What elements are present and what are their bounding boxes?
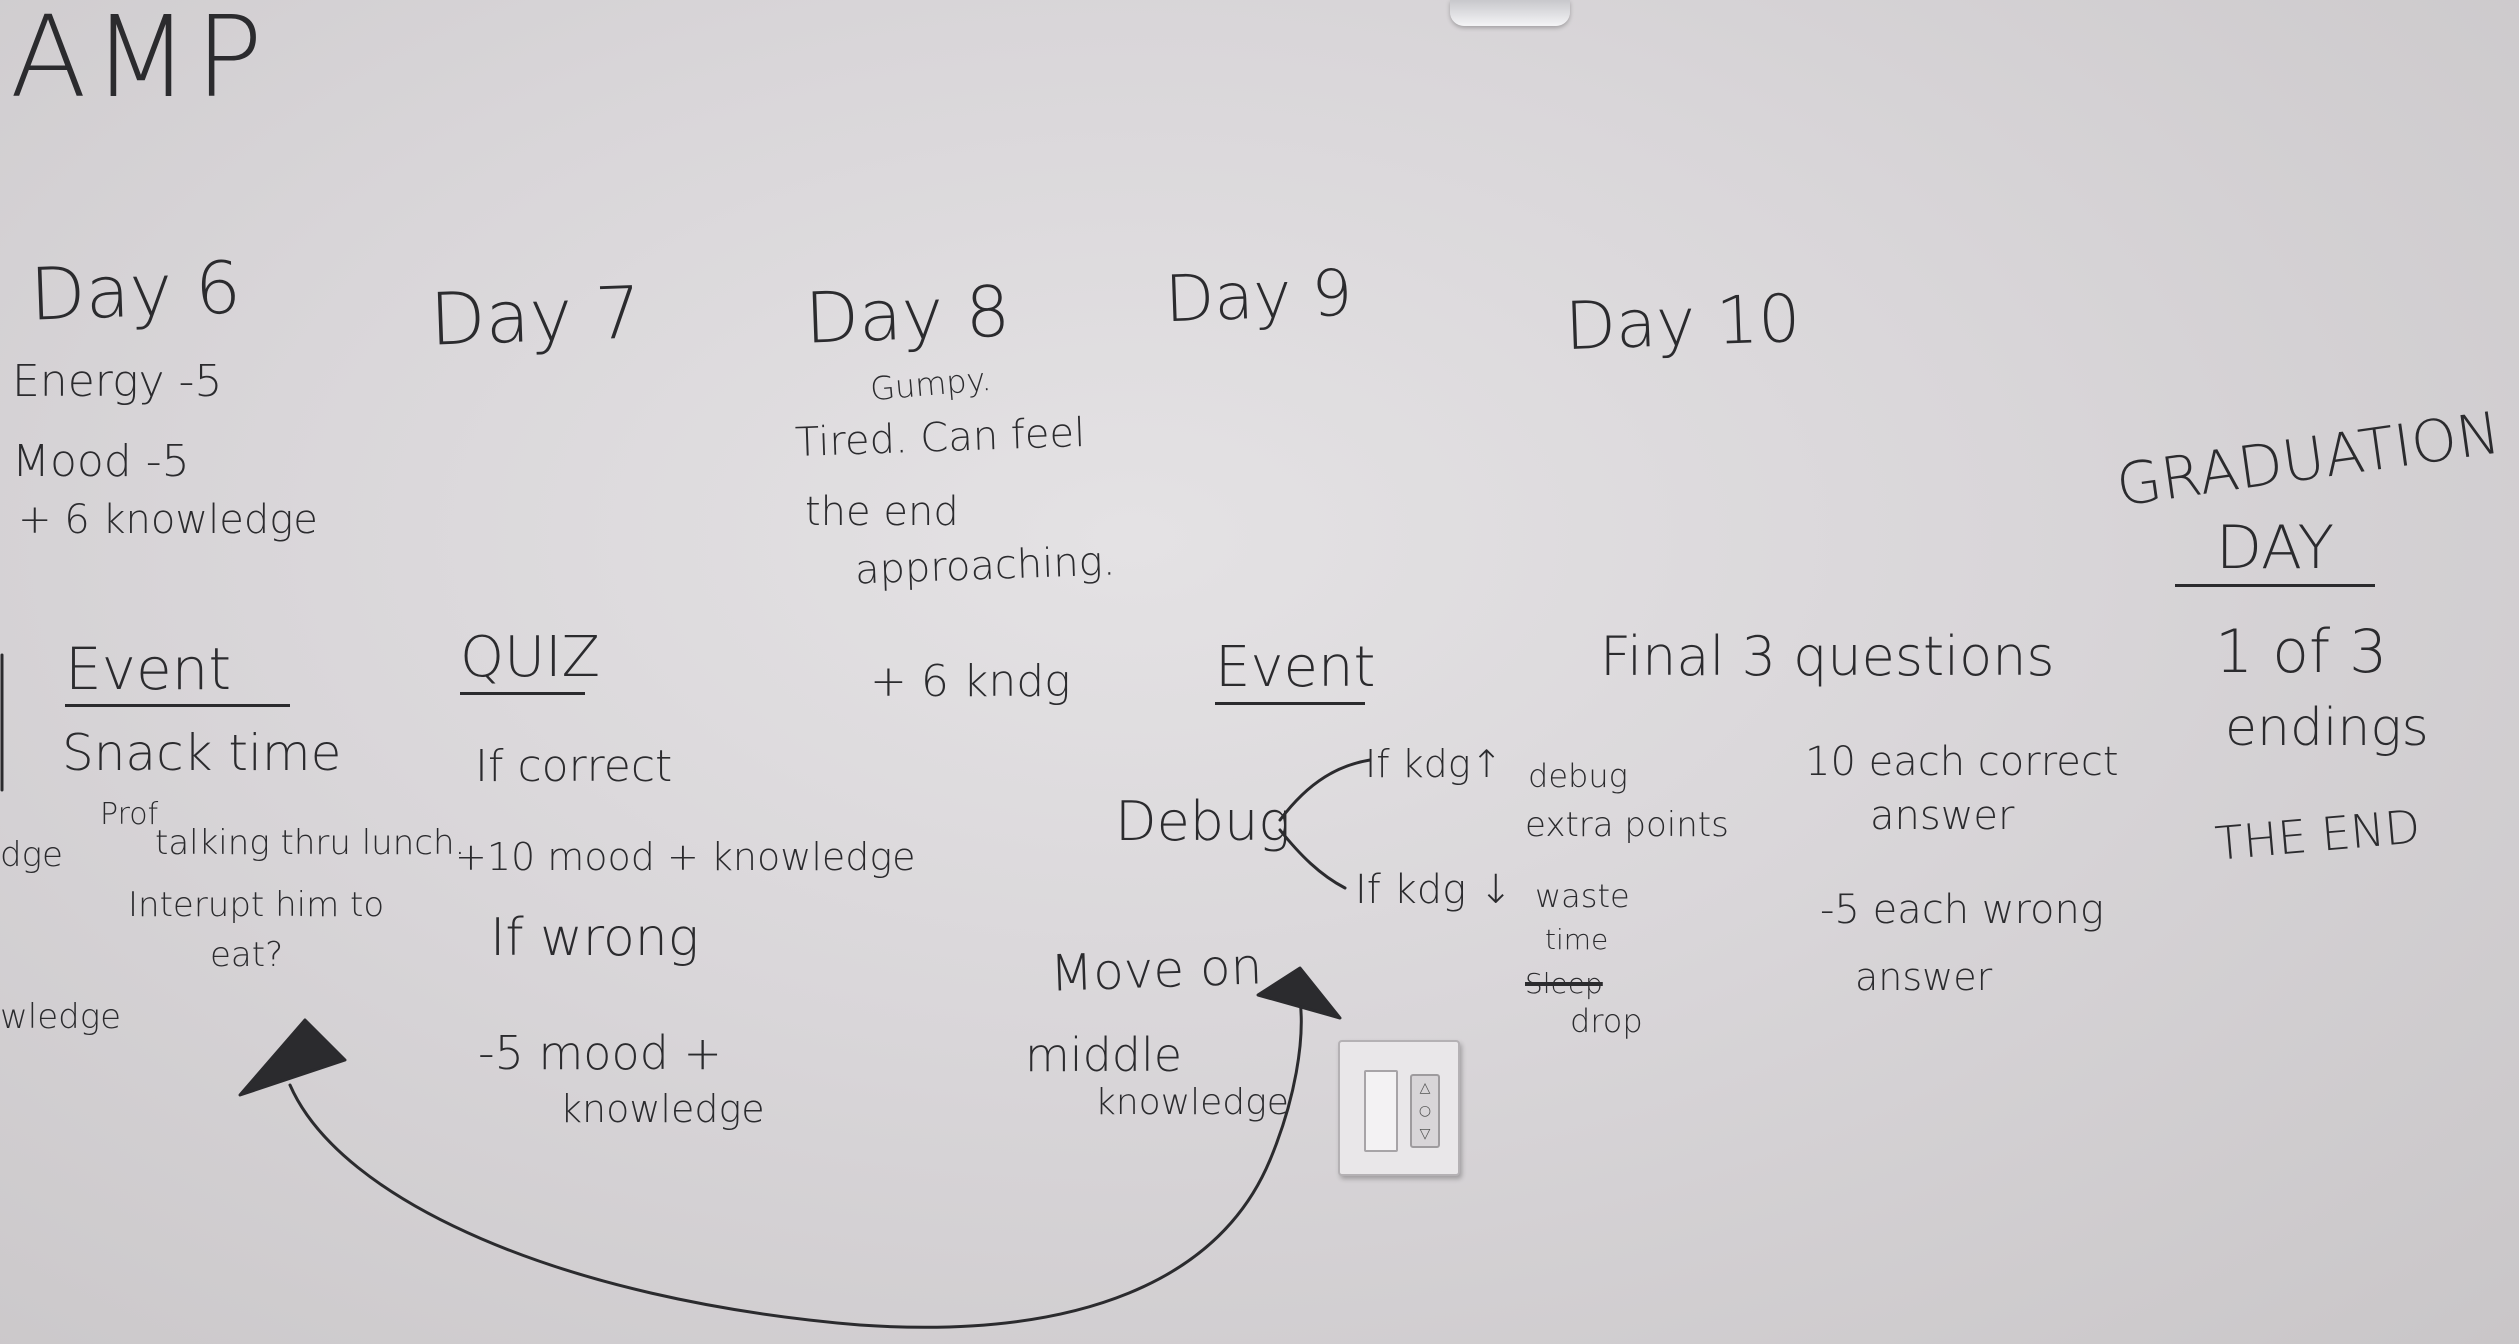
- debug-down-result-3: drop: [1570, 1002, 1643, 1040]
- loop-arrow-line: [288, 998, 1303, 1329]
- arrowhead-left: [238, 1018, 347, 1097]
- quiz-wrong-penalty: -5 mood +: [478, 1026, 722, 1080]
- debug-down-result-1: waste: [1535, 877, 1630, 915]
- debug-down-result-2: time: [1545, 923, 1609, 956]
- quiz-correct-reward: +10 mood + knowledge: [455, 835, 916, 879]
- debug-branch-up-line: [1278, 758, 1372, 822]
- wall-mount-clip: [1450, 0, 1570, 26]
- graduation-one-of-three: 1 of 3: [2215, 617, 2388, 687]
- snack-event-interrupt: Interupt him to: [128, 885, 385, 925]
- debug-struck-word: Sleep: [1525, 967, 1603, 1000]
- final-correct-answer: answer: [1870, 793, 2015, 839]
- snack-event-prof: Prof: [100, 797, 159, 832]
- quiz-if-correct: If correct: [475, 741, 673, 792]
- graduation-endings: endings: [2225, 698, 2429, 758]
- snack-event-talking: talking thru lunch.: [155, 823, 466, 863]
- move-on-middle: middle: [1025, 1028, 1183, 1082]
- snack-event-heading: Event: [65, 640, 290, 707]
- move-on-knowledge: knowledge: [1095, 1082, 1289, 1123]
- switch-rocker: [1364, 1070, 1398, 1152]
- debug-up-result-2: extra points: [1525, 805, 1729, 845]
- debug-event-heading: Event: [1215, 640, 1375, 705]
- dimmer-up-icon: △: [1419, 1079, 1431, 1096]
- final-heading: Final 3 questions: [1600, 625, 2055, 688]
- final-wrong-answer: answer: [1855, 955, 1993, 999]
- quiz-wrong-knowledge: knowledge: [560, 1087, 765, 1131]
- debug-branch-up: If kdg↑: [1365, 742, 1503, 786]
- dimmer-middle-icon: ○: [1418, 1102, 1432, 1119]
- quiz-heading: QUIZ: [460, 630, 600, 695]
- day-6-mood: Mood -5: [12, 436, 190, 487]
- quiz-if-wrong: If wrong: [490, 908, 699, 968]
- board-title: AMP: [10, 0, 269, 123]
- graduation-title-line2: DAY: [2175, 518, 2375, 587]
- final-wrong: -5 each wrong: [1820, 887, 2104, 933]
- debug-center: Debug: [1115, 790, 1291, 853]
- debug-branch-down: If kdg ↓: [1355, 867, 1513, 913]
- left-fragment-top: dge: [0, 835, 63, 875]
- snack-event-eat: eat?: [210, 935, 284, 975]
- debug-branch-down-line: [1278, 828, 1347, 890]
- final-correct: 10 each correct: [1805, 739, 2119, 785]
- day-6-energy: Energy -5: [12, 356, 223, 407]
- snack-event-title: Snack time: [62, 724, 342, 782]
- day-8-knowledge: + 6 kndg: [870, 656, 1071, 707]
- day-8-the-end: the end: [805, 489, 959, 535]
- dimmer-controls: △ ○ ▽: [1410, 1074, 1440, 1148]
- wall-light-switch: △ ○ ▽: [1338, 1040, 1460, 1176]
- arrowhead-right: [1256, 966, 1342, 1020]
- dimmer-down-icon: ▽: [1419, 1126, 1431, 1143]
- debug-up-result-1: debug: [1528, 757, 1628, 795]
- left-fragment-bottom: wledge: [0, 997, 122, 1037]
- day-6-knowledge: + 6 knowledge: [18, 497, 318, 543]
